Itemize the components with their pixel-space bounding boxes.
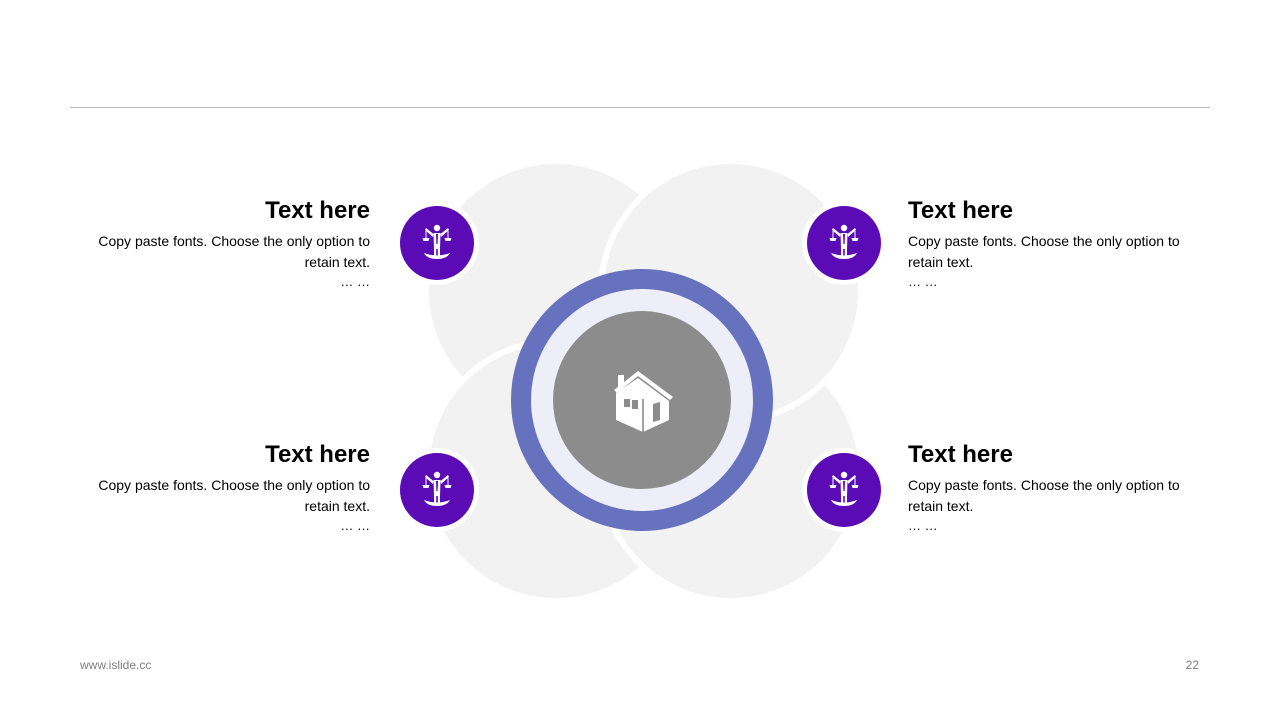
block-ellipsis: … …: [908, 274, 938, 289]
text-block-top-left: Text here Copy paste fonts. Choose the o…: [70, 197, 370, 289]
block-title: Text here: [908, 197, 1013, 224]
text-block-bottom-right: Text here Copy paste fonts. Choose the o…: [908, 441, 1208, 533]
badge-top-left: [395, 201, 479, 285]
block-title: Text here: [265, 441, 370, 468]
text-block-top-right: Text here Copy paste fonts. Choose the o…: [908, 197, 1208, 289]
block-body: Copy paste fonts. Choose the only option…: [908, 233, 1180, 270]
block-title: Text here: [265, 197, 370, 224]
top-divider: [70, 107, 1210, 108]
badge-top-right: [802, 201, 886, 285]
block-body: Copy paste fonts. Choose the only option…: [908, 477, 1180, 514]
block-ellipsis: … …: [340, 274, 370, 289]
footer-url[interactable]: www.islide.cc: [80, 658, 152, 672]
block-body: Copy paste fonts. Choose the only option…: [98, 233, 370, 270]
badge-bottom-right: [802, 448, 886, 532]
house-icon: [614, 371, 673, 432]
block-ellipsis: … …: [340, 518, 370, 533]
block-body: Copy paste fonts. Choose the only option…: [98, 477, 370, 514]
block-ellipsis: … …: [908, 518, 938, 533]
block-title: Text here: [908, 441, 1013, 468]
badge-bottom-left: [395, 448, 479, 532]
page-number: 22: [1185, 658, 1199, 672]
text-block-bottom-left: Text here Copy paste fonts. Choose the o…: [70, 441, 370, 533]
